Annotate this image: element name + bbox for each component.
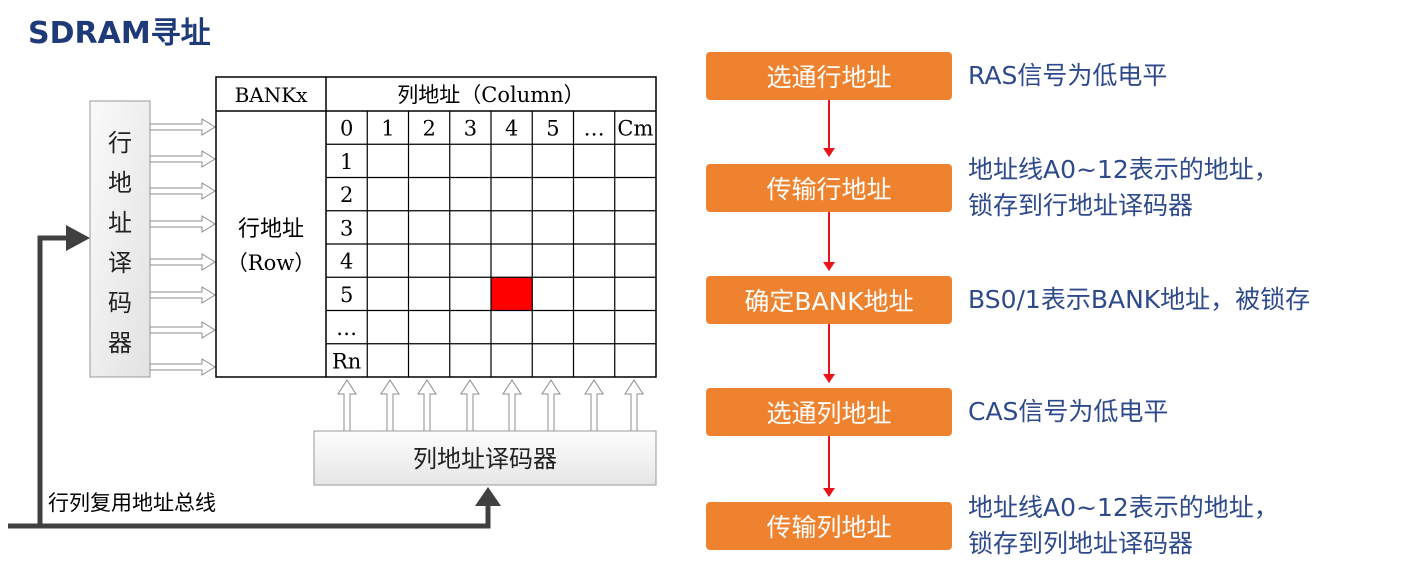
flow-arrow-4 [823, 436, 835, 497]
row-decoder-label: 行地址译码器 [108, 129, 132, 357]
row-index-label: 5 [340, 283, 353, 307]
step-determine-bank-address: 确定BANK地址 [706, 276, 952, 324]
hollow-arrow-right [149, 182, 216, 200]
step-desc-transfer-row-address: 地址线A0~12表示的地址， 锁存到行地址译码器 [968, 155, 1279, 220]
column-index-label: 4 [505, 117, 518, 141]
row-index-label: 2 [340, 183, 353, 207]
hollow-arrow-up [417, 379, 437, 432]
highlighted-cell [491, 277, 533, 311]
hollow-arrow-right [149, 321, 216, 339]
hollow-arrow-up [624, 379, 644, 432]
hollow-arrow-up [502, 379, 522, 432]
column-index-label: 5 [546, 117, 559, 141]
row-address-sub: （Row） [227, 251, 315, 275]
step-desc-determine-bank-address: BS0/1表示BANK地址，被锁存 [968, 285, 1311, 314]
row-decoder-box [89, 100, 151, 378]
step-transfer-column-address: 传输列地址 [706, 502, 952, 550]
hollow-arrow-right [149, 118, 216, 136]
row-index-label: 1 [340, 150, 353, 174]
bus-arrowhead-column [475, 487, 501, 506]
row-index-label: 0 [340, 117, 353, 141]
bus-label: 行列复用地址总线 [48, 491, 216, 515]
sdram-addressing-diagram: 行地址译码器 BANKx 列地址（Column） 行地址 （Row） 1 2 3 4 5… [8, 76, 657, 529]
column-index-label: Cm [617, 117, 653, 141]
column-index-label: 1 [381, 117, 394, 141]
memory-array-frame [215, 76, 657, 378]
row-address-label: 行地址 [238, 217, 304, 242]
flow-arrow-3 [823, 324, 835, 383]
row-index-label: 3 [340, 216, 353, 240]
column-index-label: 3 [464, 117, 477, 141]
flow-arrow-2 [823, 212, 835, 271]
column-decoder-box [313, 430, 657, 486]
step-desc-select-column-address: CAS信号为低电平 [968, 397, 1169, 426]
page-title: SDRAM寻址 [28, 16, 211, 51]
hollow-arrow-right [149, 253, 216, 271]
row-decoder-output-arrows [149, 118, 216, 376]
step-desc-transfer-column-address: 地址线A0~12表示的地址， 锁存到列地址译码器 [968, 493, 1279, 558]
hollow-arrow-right [149, 286, 216, 304]
column-address-header: 列地址（Column） [397, 83, 584, 107]
hollow-arrow-up [541, 379, 561, 432]
memory-cell-grid: 1 2 3 4 5 … Cm 0 1 2 3 4 5 … Rn [326, 111, 656, 377]
row-index-label: Rn [332, 349, 361, 373]
hollow-arrow-right [149, 358, 216, 376]
flow-arrow-1 [823, 100, 835, 157]
hollow-arrow-up [337, 379, 357, 432]
hollow-arrow-right [149, 215, 216, 233]
step-select-column-address: 选通列地址 [706, 388, 952, 436]
column-decoder-output-arrows [337, 379, 644, 432]
column-index-label: … [584, 117, 605, 141]
row-index-label: 4 [340, 250, 353, 274]
step-desc-select-row-address: RAS信号为低电平 [968, 61, 1168, 90]
bank-label: BANKx [235, 83, 309, 107]
step-transfer-row-address: 传输行地址 [706, 164, 952, 212]
hollow-arrow-up [584, 379, 604, 432]
address-bus-line [8, 235, 491, 529]
hollow-arrow-up [460, 379, 480, 432]
column-index-label: 2 [422, 117, 435, 141]
row-index-label: … [336, 316, 357, 340]
step-select-row-address: 选通行地址 [706, 52, 952, 100]
column-decoder-label: 列地址译码器 [413, 445, 557, 473]
hollow-arrow-up [380, 379, 400, 432]
bus-arrowhead-row [66, 225, 90, 251]
hollow-arrow-right [149, 150, 216, 168]
